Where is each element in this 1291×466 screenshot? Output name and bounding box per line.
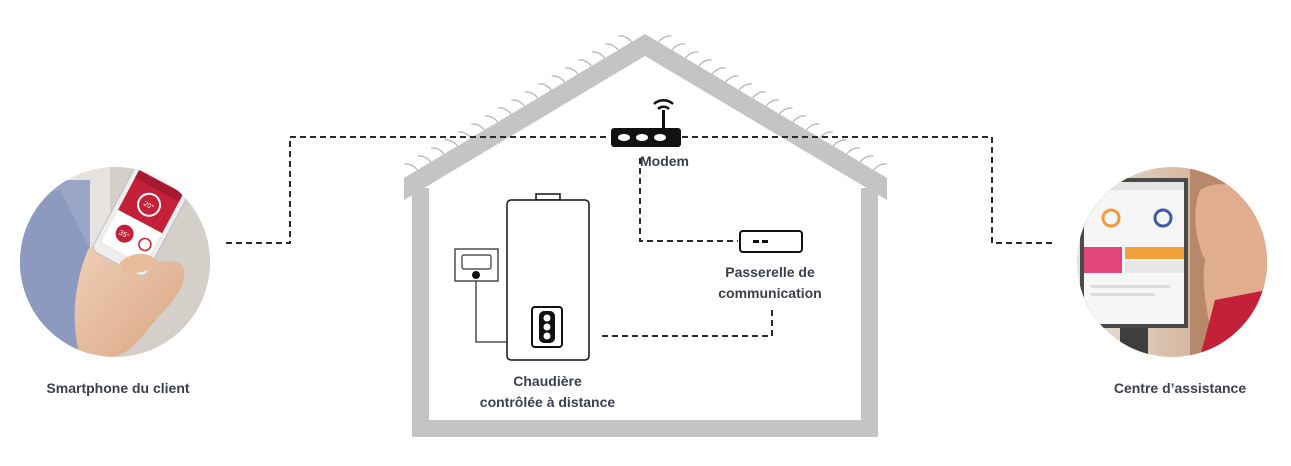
roof-shingle [698,59,712,67]
gateway-label-line1: Passerelle de [725,264,815,280]
dashboard-tile-orange [1125,247,1184,259]
wifi-icon [653,99,674,105]
line-modem-to-gateway [639,158,738,242]
gateway-box [739,230,803,253]
dashboard-ring-blue [1153,208,1173,228]
hand [74,240,185,357]
roof-shingle [551,75,566,83]
roof-shingle [511,99,525,107]
app-dial-top [137,192,162,217]
roof-shingle [618,35,633,43]
roof-shingle [417,155,432,163]
roof-shingle [778,107,793,115]
boiler-label-line2: contrôlée à distance [479,394,616,410]
roof-shingle [819,131,833,139]
communication-gateway [739,230,803,253]
line-phone-to-modem [226,136,610,244]
roof-shingle [752,91,766,99]
boiler-knob [543,323,551,331]
roof-shingle [524,91,539,99]
boiler-knob [543,314,551,322]
boiler-flue [535,193,561,201]
roof-shingle [431,147,445,155]
boiler-label-line1: Chaudière [513,373,582,389]
modem-led [618,134,630,141]
roof-shingle [578,59,592,67]
house-left-wall [412,188,429,437]
roof-shingle [832,139,847,147]
label-modem: Modem [640,153,689,169]
client-smartphone-photo: 20° 35° [20,167,210,357]
thumb [120,253,158,274]
gateway-label-line2: communication [718,285,822,301]
roof-shingle [484,115,499,123]
roof-shingle [859,155,874,163]
roof-shingle [471,123,485,131]
label-remote-boiler: Chaudière contrôlée à distance [450,371,645,413]
connection-lines [226,136,1056,337]
label-client-smartphone: Smartphone du client [46,380,190,396]
roof-shingle [846,147,860,155]
room-thermostat [454,248,507,343]
roof-shingle [671,43,685,51]
dashboard-ring-orange [1101,208,1121,228]
roof-shingle [538,83,552,91]
modem [611,99,681,147]
modem-led [636,134,648,141]
roof-shingle [792,115,806,123]
boiler [506,193,590,361]
roof-shingle [457,131,472,139]
label-communication-gateway: Passerelle de communication [690,262,850,304]
house-floor [412,420,878,437]
boiler-body [506,199,590,361]
modem-led [654,134,666,141]
line-modem-to-support [682,136,1056,244]
dashboard-tile-pink [1084,247,1122,273]
support-center-photo [1077,167,1267,357]
house-roof [404,34,887,200]
roof-shingle [684,51,699,59]
roof-shingle [591,51,606,59]
thermostat-screen [461,254,492,270]
monitor-stand [1120,328,1148,357]
thermostat-wire [475,281,507,343]
roof-shingle [444,139,459,147]
roof-shingle [725,75,739,83]
house-outline [404,34,887,437]
roof-shingles [404,35,887,171]
roof-shingle [498,107,512,115]
roof-shingle [564,67,579,75]
line-gateway-to-boiler [600,310,773,337]
roof-shingle [765,99,780,107]
house-right-wall [861,188,878,437]
boiler-knob [543,332,551,340]
roof-shingle [605,43,619,51]
roof-shingle [738,83,753,91]
thermostat-button [472,271,480,279]
roof-shingle [711,67,726,75]
roof-shingle [873,163,887,171]
app-dial-bottom [115,224,134,243]
roof-shingle [404,163,418,171]
roof-shingle [657,35,672,43]
label-support-center: Centre d’assistance [1113,380,1247,396]
roof-shingle [805,123,820,131]
